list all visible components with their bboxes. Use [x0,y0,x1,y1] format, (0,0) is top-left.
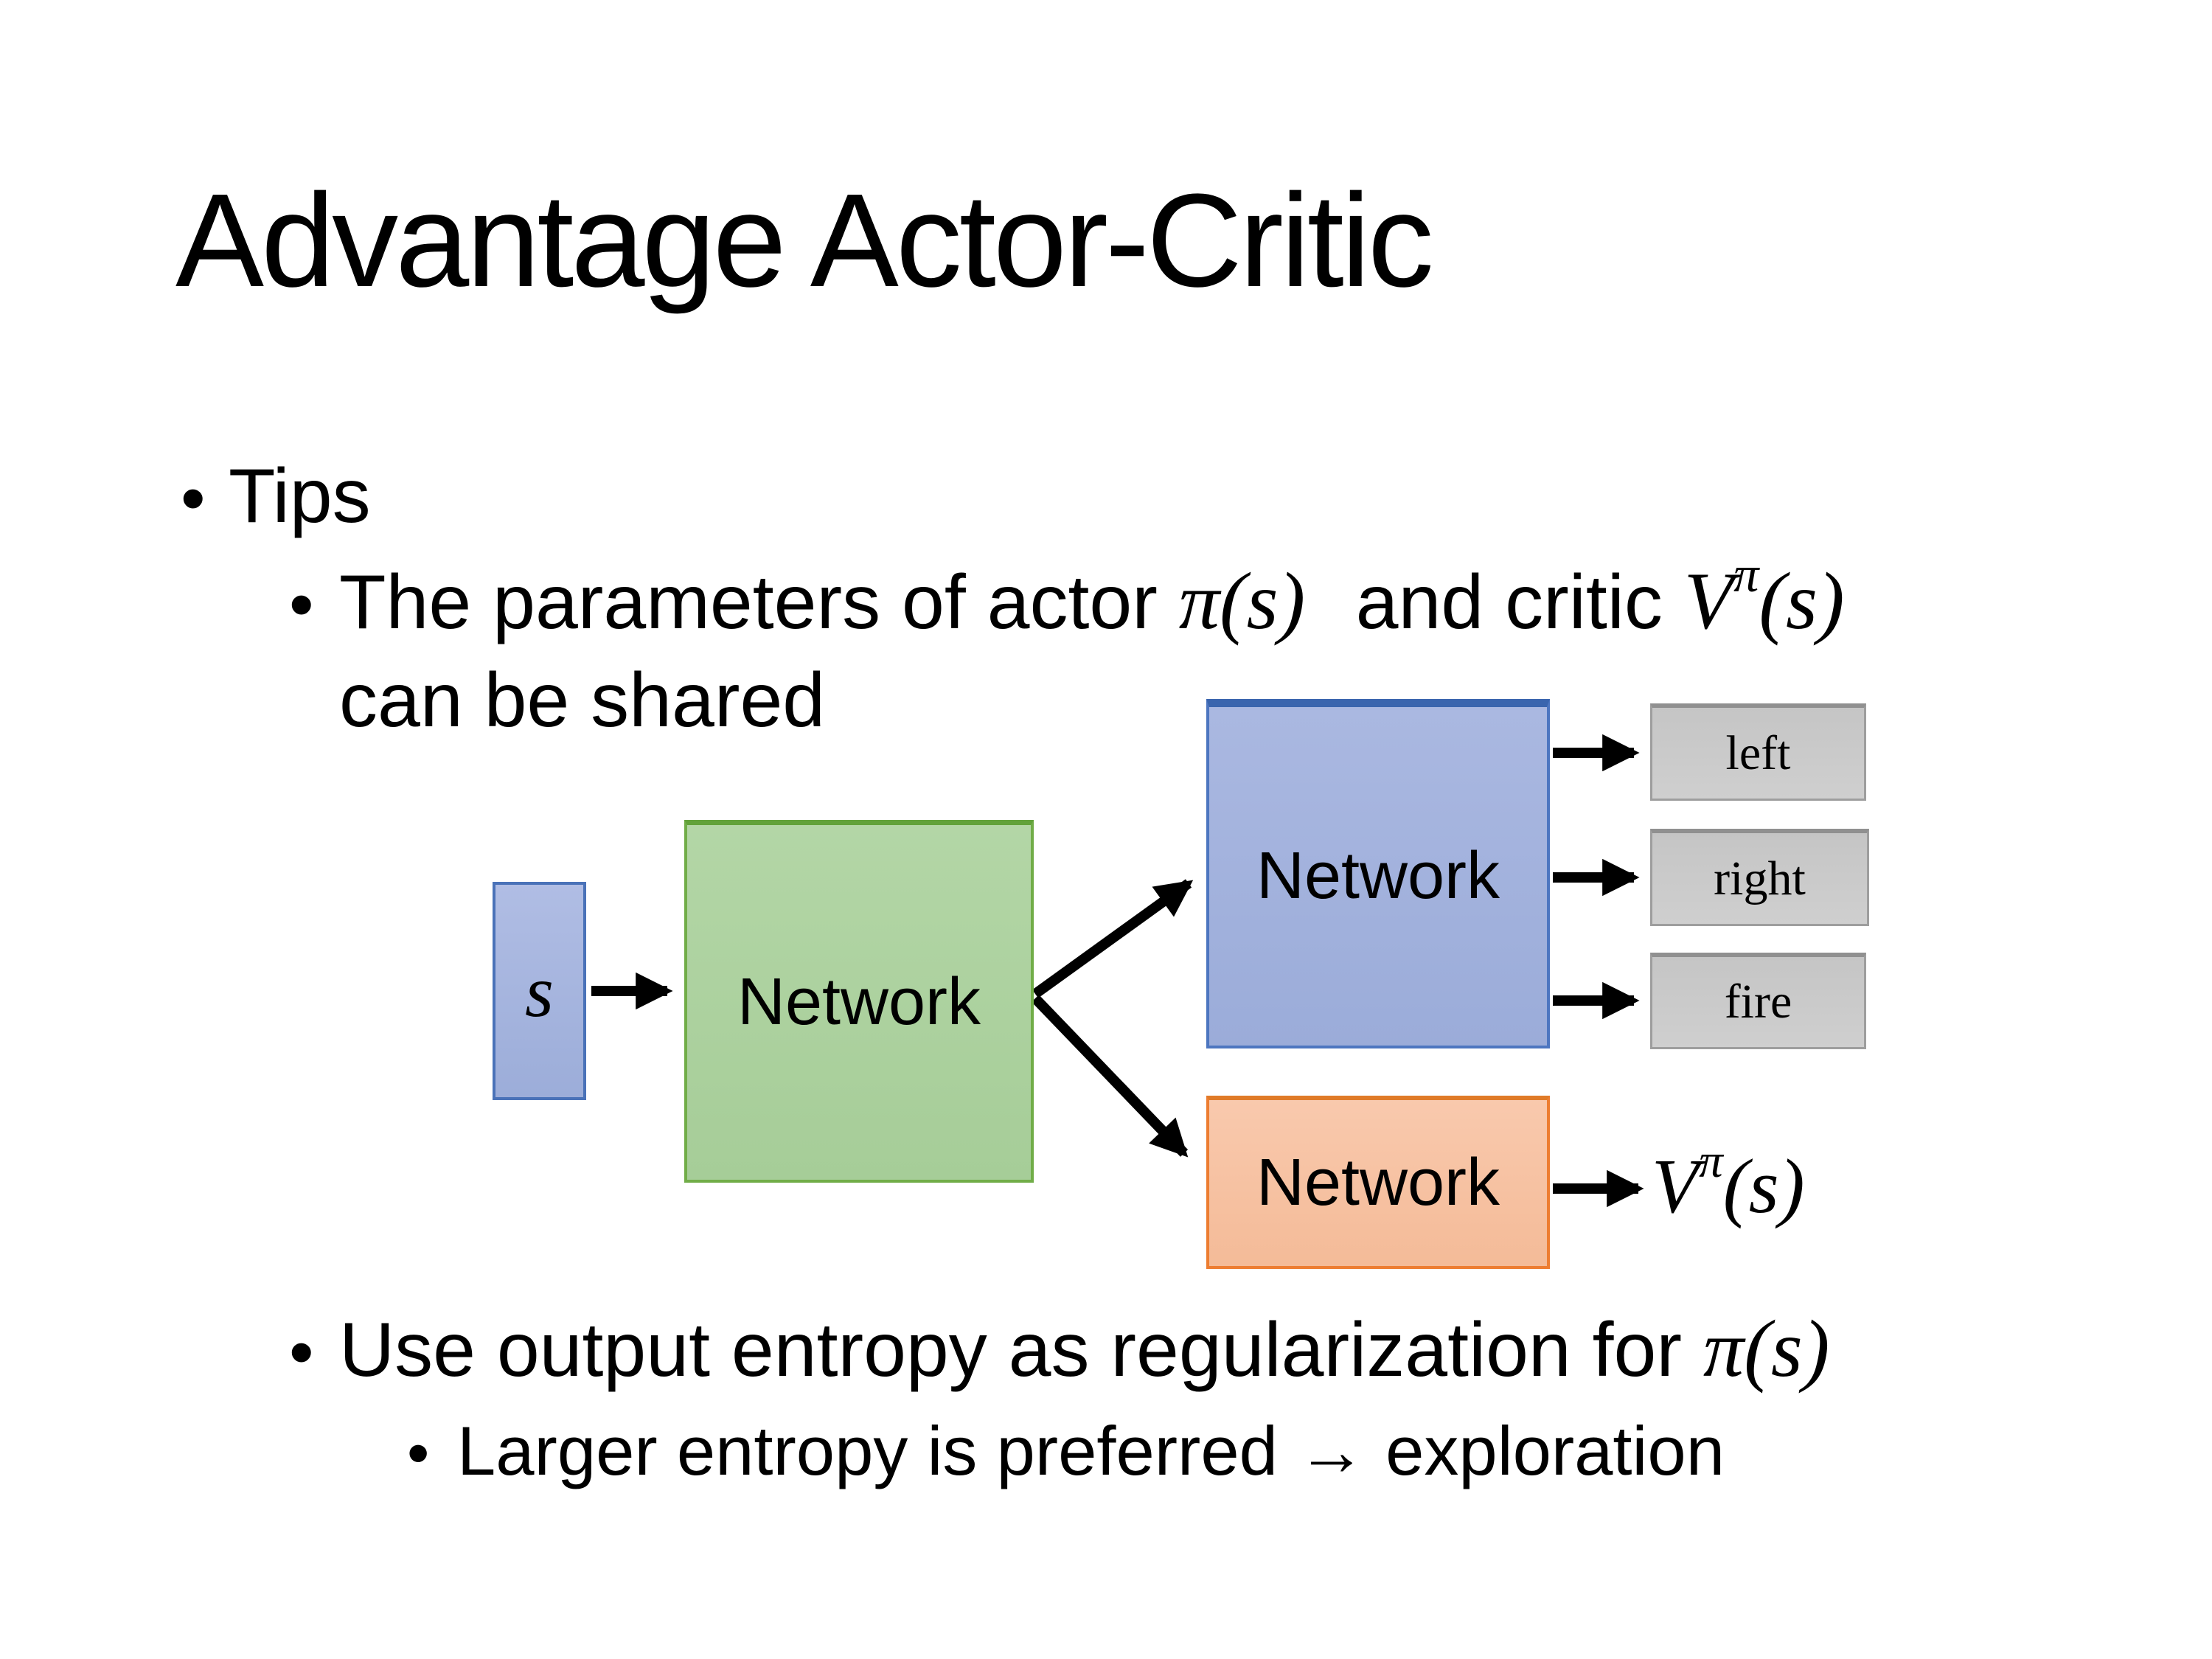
value-sup: π [1699,1135,1723,1189]
can-be-shared-text: can be shared [339,658,826,743]
actor-network-label: Network [1256,839,1500,913]
critic-value-base: V [1683,556,1734,646]
slide-title: Advantage Actor-Critic [175,167,1434,315]
value-base: V [1652,1143,1700,1229]
bullet-icon: • [407,1418,430,1489]
bullet-icon: • [289,565,314,644]
bullet-entropy-regularization: • Use output entropy as regularization f… [289,1300,1829,1397]
bullet-parameters-line2: can be shared [339,655,825,747]
bullet-tips-label: Tips [229,453,371,539]
bullet-larger-entropy: • Larger entropy is preferred → explorat… [407,1410,1725,1493]
critic-value-math: Vπ(s) [1683,549,1845,646]
value-args: (s) [1722,1143,1805,1229]
actor-policy-math: π(s) [1178,556,1306,646]
value-output-label: Vπ(s) [1652,1138,1805,1231]
critic-network-label: Network [1256,1146,1500,1220]
state-input-box: s [493,882,586,1100]
action-fire-label: fire [1724,975,1792,1029]
entropy-pre-text: Use output entropy as regularization for [339,1307,1703,1393]
actor-network-box: Network [1206,699,1550,1048]
action-left-box: left [1650,703,1866,801]
arrow-shared-to-actor-network [1032,879,1194,998]
parameters-pre-text: The parameters of actor [339,560,1179,645]
arrow-shared-to-critic-network [1031,995,1189,1158]
policy-math: π(s) [1703,1304,1830,1394]
bullet-entropy-text: Use output entropy as regularization for… [339,1300,1829,1397]
value-output-math: Vπ(s) [1652,1138,1805,1229]
critic-value-sup: π [1733,546,1759,602]
bullet-tips: • Tips [181,451,371,543]
bullet-parameters-text: The parameters of actor π(s) and critic … [339,549,1845,650]
bullet-icon: • [289,1312,314,1391]
shared-network-label: Network [737,965,981,1039]
critic-value-args: (s) [1759,556,1845,646]
larger-entropy-text: Larger entropy is preferred → exploratio… [457,1412,1725,1489]
state-input-label: s [525,950,554,1032]
bullet-icon: • [181,459,206,538]
action-right-label: right [1714,851,1806,905]
critic-network-box: Network [1206,1096,1550,1269]
parameters-mid-text: and critic [1334,560,1684,645]
action-left-label: left [1725,726,1791,780]
shared-network-box: Network [684,820,1034,1183]
action-right-box: right [1650,829,1869,926]
bullet-parameters-shared: • The parameters of actor π(s) and criti… [289,549,1845,650]
action-fire-box: fire [1650,953,1866,1049]
